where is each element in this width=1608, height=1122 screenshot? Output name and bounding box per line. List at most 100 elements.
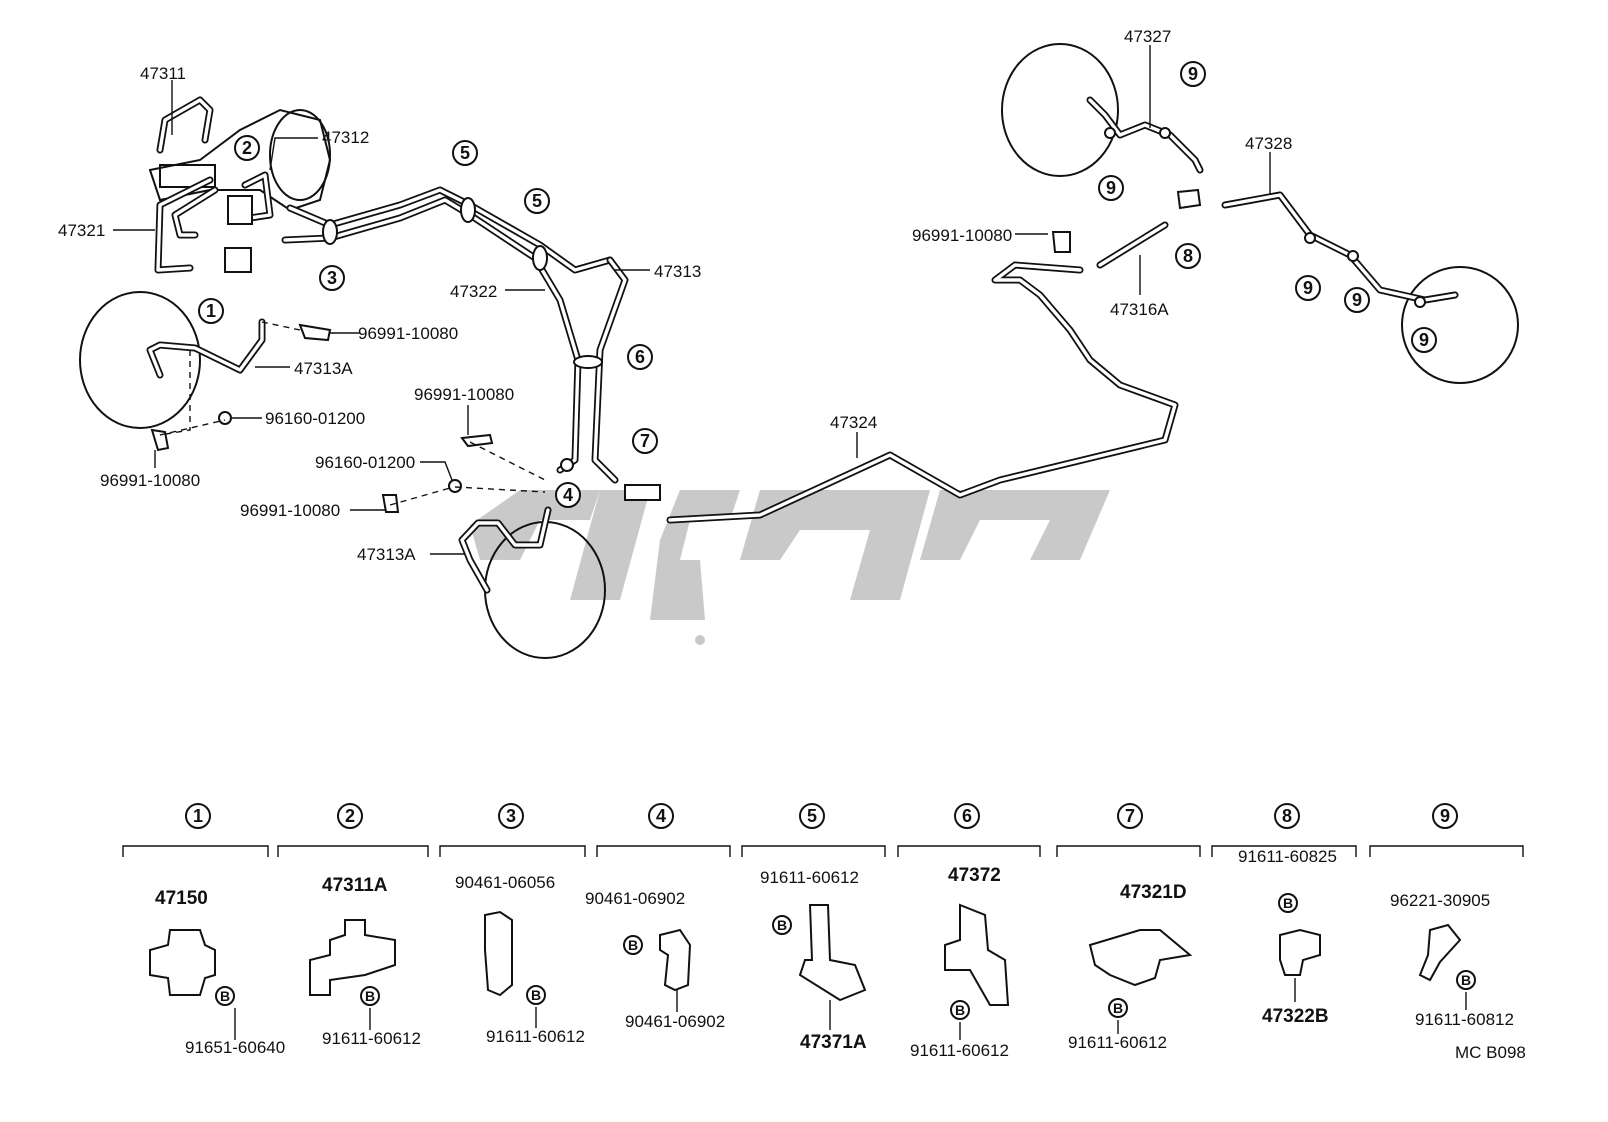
detail-group-2: 2 47311A B 91611-60612 bbox=[277, 803, 429, 1048]
callout-9a: 9 bbox=[1180, 61, 1206, 87]
svg-text:5: 5 bbox=[460, 143, 470, 163]
svg-text:4: 4 bbox=[563, 485, 573, 505]
svg-text:91611-60612: 91611-60612 bbox=[910, 1041, 1009, 1060]
clamp-6 bbox=[573, 355, 603, 369]
svg-text:1: 1 bbox=[193, 806, 203, 826]
label-47327: 47327 bbox=[1124, 27, 1171, 46]
svg-text:8: 8 bbox=[1183, 246, 1193, 266]
washer-b bbox=[448, 479, 462, 493]
svg-text:91611-60612: 91611-60612 bbox=[322, 1029, 421, 1048]
svg-text:91611-60612: 91611-60612 bbox=[486, 1027, 585, 1046]
junction-2 bbox=[227, 195, 253, 225]
washer-a bbox=[218, 411, 232, 425]
bracket-7 bbox=[624, 484, 661, 501]
svg-text:47321D: 47321D bbox=[1120, 882, 1187, 903]
callout-1: 1 bbox=[198, 298, 224, 324]
svg-text:47311A: 47311A bbox=[322, 875, 388, 896]
svg-text:47150: 47150 bbox=[155, 888, 208, 909]
svg-text:7: 7 bbox=[1125, 806, 1135, 826]
rear-right-brake-drum bbox=[1401, 266, 1519, 384]
label-96991-b: 96991-10080 bbox=[100, 471, 200, 490]
detail-group-9: 9 96221-30905 B 91611-60812 bbox=[1369, 803, 1524, 1029]
callout-4: 4 bbox=[555, 482, 581, 508]
clamp-5a bbox=[460, 197, 476, 223]
joint-4 bbox=[560, 458, 574, 472]
label-47328: 47328 bbox=[1245, 134, 1292, 153]
svg-text:90461-06056: 90461-06056 bbox=[455, 873, 555, 892]
junction-8 bbox=[1176, 188, 1202, 210]
svg-text:B: B bbox=[1113, 1000, 1123, 1016]
callout-9e: 9 bbox=[1411, 327, 1437, 353]
svg-text:B: B bbox=[628, 937, 638, 953]
detail-group-5: 5 91611-60612 B 47371A bbox=[741, 803, 886, 1053]
master-cylinder bbox=[148, 108, 332, 212]
label-96160-a: 96160-01200 bbox=[265, 409, 365, 428]
label-47324: 47324 bbox=[830, 413, 877, 432]
svg-text:B: B bbox=[777, 917, 787, 933]
callout-9b: 9 bbox=[1098, 175, 1124, 201]
label-96991-c: 96991-10080 bbox=[414, 385, 514, 404]
label-96991-d: 96991-10080 bbox=[240, 501, 340, 520]
clamp-5b bbox=[532, 245, 548, 271]
svg-text:91611-60612: 91611-60612 bbox=[760, 868, 859, 887]
svg-text:90461-06902: 90461-06902 bbox=[585, 889, 685, 908]
svg-text:B: B bbox=[365, 988, 375, 1004]
svg-text:47322B: 47322B bbox=[1262, 1006, 1329, 1027]
detail-group-3: 3 90461-06056 B 91611-60612 bbox=[439, 803, 586, 1046]
callout-8: 8 bbox=[1175, 243, 1201, 269]
callouts-main: 1 2 3 5 5 6 4 7 9 9 8 9 9 9 bbox=[198, 61, 1437, 508]
label-47311: 47311 bbox=[140, 64, 186, 83]
label-47313A-b: 47313A bbox=[357, 545, 416, 564]
watermark bbox=[470, 490, 1110, 645]
detail-group-7: 7 47321D B 91611-60612 bbox=[1056, 803, 1201, 1052]
svg-text:9: 9 bbox=[1303, 278, 1313, 298]
callout-5b: 5 bbox=[524, 188, 550, 214]
svg-text:9: 9 bbox=[1352, 290, 1362, 310]
callout-3: 3 bbox=[319, 265, 345, 291]
label-47321: 47321 bbox=[58, 221, 105, 240]
detail-group-6: 6 47372 B 91611-60612 bbox=[897, 803, 1041, 1060]
svg-text:90461-06902: 90461-06902 bbox=[625, 1012, 725, 1031]
callout-7: 7 bbox=[632, 428, 658, 454]
callout-5a: 5 bbox=[452, 140, 478, 166]
svg-text:B: B bbox=[531, 987, 541, 1003]
junction-1 bbox=[224, 247, 252, 273]
svg-text:6: 6 bbox=[962, 806, 972, 826]
svg-text:2: 2 bbox=[345, 806, 355, 826]
front-left-brake-drum bbox=[79, 291, 201, 429]
label-96991-a: 96991-10080 bbox=[358, 324, 458, 343]
clip-a bbox=[298, 323, 332, 342]
callout-6: 6 bbox=[627, 344, 653, 370]
svg-text:47372: 47372 bbox=[948, 865, 1001, 886]
callout-2: 2 bbox=[234, 135, 260, 161]
svg-text:3: 3 bbox=[506, 806, 516, 826]
callout-9c: 9 bbox=[1295, 275, 1321, 301]
label-47313: 47313 bbox=[654, 262, 701, 281]
svg-text:9: 9 bbox=[1419, 330, 1429, 350]
leader-lines bbox=[113, 45, 1271, 555]
svg-text:B: B bbox=[220, 988, 230, 1004]
svg-text:96221-30905: 96221-30905 bbox=[1390, 891, 1490, 910]
svg-text:B: B bbox=[1461, 972, 1471, 988]
svg-text:1: 1 bbox=[206, 301, 216, 321]
detail-panel: 1 47150 B 91651-60640 2 47311A B 91611-6… bbox=[122, 803, 1524, 1060]
svg-text:5: 5 bbox=[532, 191, 542, 211]
label-47322: 47322 bbox=[450, 282, 497, 301]
clip-c bbox=[460, 433, 494, 448]
svg-text:8: 8 bbox=[1282, 806, 1292, 826]
svg-text:91611-60825: 91611-60825 bbox=[1238, 847, 1337, 866]
label-47312: 47312 bbox=[322, 128, 369, 147]
svg-text:4: 4 bbox=[656, 806, 666, 826]
clamp-3 bbox=[322, 219, 338, 245]
callout-9d: 9 bbox=[1344, 287, 1370, 313]
main-labels: 47311 47312 47321 96991-10080 47313A 961… bbox=[58, 27, 1292, 564]
svg-text:91651-60640: 91651-60640 bbox=[185, 1038, 285, 1057]
svg-text:9: 9 bbox=[1188, 64, 1198, 84]
svg-text:3: 3 bbox=[327, 268, 337, 288]
clip-e bbox=[1051, 231, 1071, 253]
svg-text:91611-60612: 91611-60612 bbox=[1068, 1033, 1167, 1052]
rear-left-brake-drum bbox=[1001, 43, 1119, 177]
label-47316A: 47316A bbox=[1110, 300, 1169, 319]
svg-text:B: B bbox=[955, 1002, 965, 1018]
